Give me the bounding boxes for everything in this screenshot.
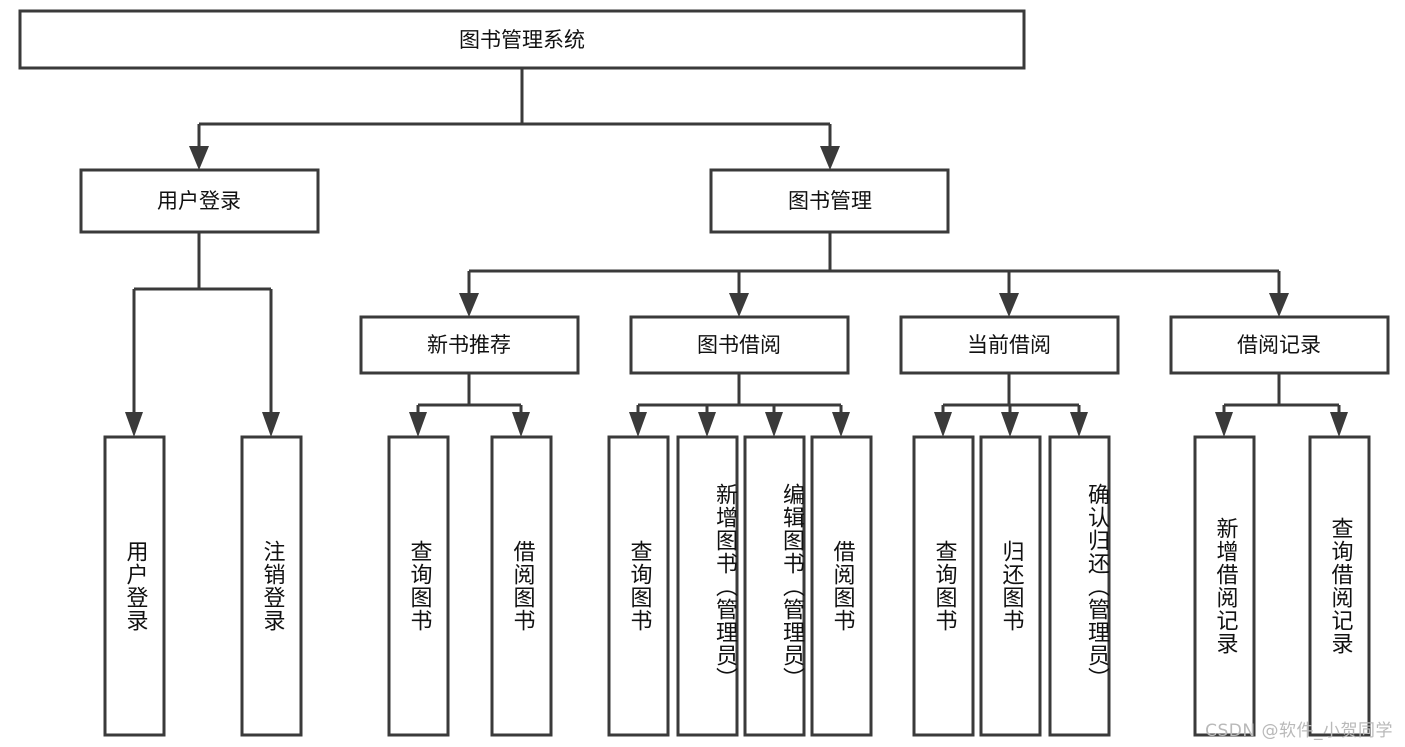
arrow-head-current-borrow <box>999 293 1019 317</box>
node-current-borrow[interactable] <box>899 315 1120 375</box>
node-user-login-label: 用户登录 <box>157 189 241 213</box>
node-book-management-label: 图书管理 <box>788 189 872 213</box>
leaf-box-new-book-1[interactable] <box>387 435 450 737</box>
connector-group-user-login <box>125 232 280 437</box>
arrow-head-user-login <box>189 146 209 170</box>
connector-group-book-borrow <box>629 373 850 437</box>
leaf-box-book-borrow-4[interactable] <box>810 435 873 737</box>
node-root[interactable] <box>18 9 1026 70</box>
arrow-head-new-book <box>459 293 479 317</box>
node-current-borrow-label: 当前借阅 <box>967 333 1051 357</box>
leaf-box-book-borrow-2[interactable] <box>676 435 739 737</box>
arrow-head-leaf-book-borrow-4 <box>832 412 850 437</box>
node-borrow-record-label: 借阅记录 <box>1237 333 1321 357</box>
node-new-book-recommend-label: 新书推荐 <box>427 333 511 357</box>
leaf-box-book-borrow-1[interactable] <box>607 435 670 737</box>
leaf-box-borrow-record-2[interactable] <box>1308 435 1371 737</box>
node-book-management[interactable] <box>709 168 950 234</box>
arrow-head-leaf-new-book-2 <box>512 412 530 437</box>
node-book-borrow-label: 图书借阅 <box>697 333 781 357</box>
arrow-head-leaf-current-borrow-3 <box>1070 412 1088 437</box>
arrow-head-book-mgmt <box>820 146 840 170</box>
leaf-box-borrow-record-1[interactable] <box>1193 435 1256 737</box>
connector-group-root <box>189 68 840 170</box>
arrow-head-leaf-book-borrow-1 <box>629 412 647 437</box>
leaf-box-user-login-2[interactable] <box>240 435 303 737</box>
node-root-label: 图书管理系统 <box>459 28 585 52</box>
node-borrow-record[interactable] <box>1169 315 1390 375</box>
arrow-head-leaf-current-borrow-2 <box>1001 412 1019 437</box>
arrow-head-leaf-user-login-1 <box>125 412 143 437</box>
watermark-text: CSDN @软件_小贺同学 <box>1205 721 1393 741</box>
node-new-book-recommend[interactable] <box>359 315 580 375</box>
node-user-login[interactable] <box>79 168 320 234</box>
arrow-head-leaf-user-login-2 <box>262 412 280 437</box>
arrow-head-leaf-current-borrow-1 <box>934 412 952 437</box>
connector-group-book-mgmt <box>459 232 1289 317</box>
leaf-box-user-login-1[interactable] <box>103 435 166 737</box>
leaf-box-book-borrow-3[interactable] <box>743 435 806 737</box>
arrow-head-leaf-borrow-record-1 <box>1215 412 1233 437</box>
arrow-head-leaf-book-borrow-2 <box>698 412 716 437</box>
leaf-box-current-borrow-2[interactable] <box>979 435 1042 737</box>
connector-group-current-borrow <box>934 373 1088 437</box>
arrow-head-leaf-book-borrow-3 <box>765 412 783 437</box>
node-book-borrow[interactable] <box>629 315 850 375</box>
leaf-box-current-borrow-1[interactable] <box>912 435 975 737</box>
connector-group-borrow-record <box>1215 373 1348 437</box>
arrow-head-borrow-record <box>1269 293 1289 317</box>
leaf-box-new-book-2[interactable] <box>490 435 553 737</box>
arrow-head-leaf-new-book-1 <box>409 412 427 437</box>
connector-group-new-book <box>409 373 530 437</box>
arrow-head-book-borrow <box>729 293 749 317</box>
leaf-box-current-borrow-3[interactable] <box>1048 435 1111 737</box>
arrow-head-leaf-borrow-record-2 <box>1330 412 1348 437</box>
